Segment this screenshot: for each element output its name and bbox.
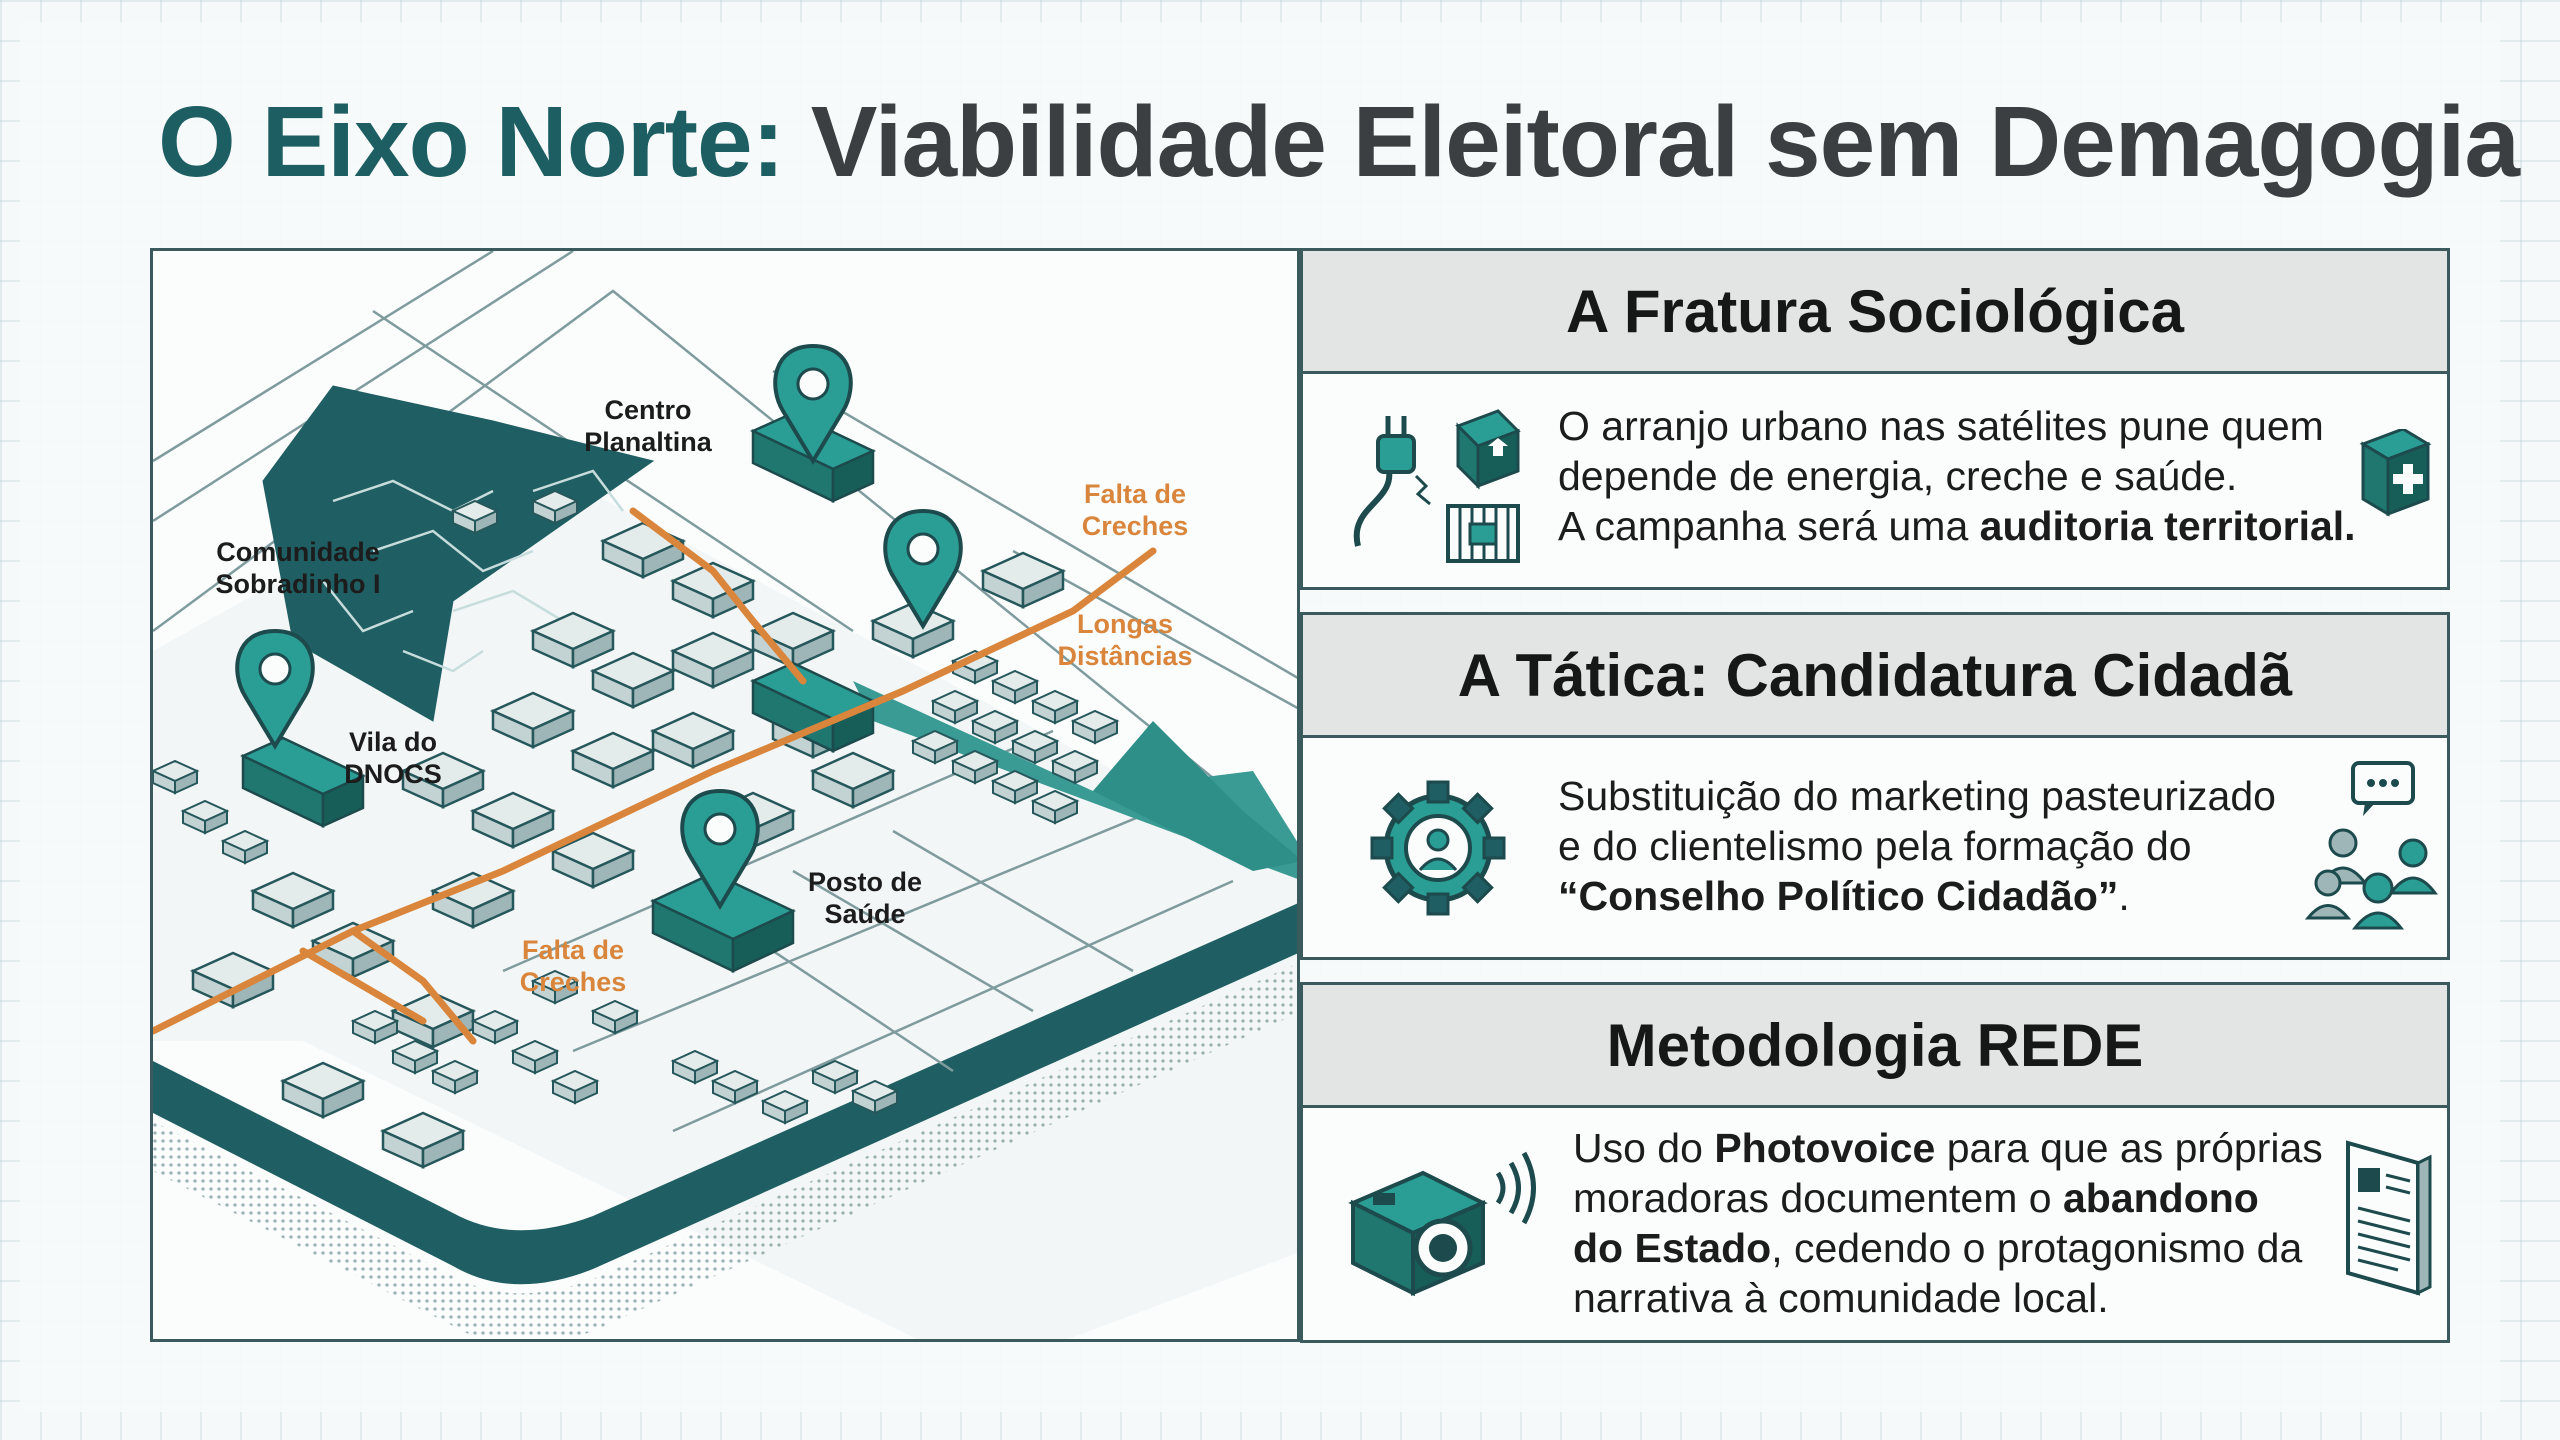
document-icon bbox=[2346, 1140, 2432, 1296]
map-pins bbox=[235, 343, 963, 910]
card-text-line: Substituição do marketing pasteurizado bbox=[1558, 773, 2276, 819]
card-text-emphasis: Photovoice bbox=[1714, 1125, 1936, 1171]
plug-icon bbox=[1353, 409, 1521, 563]
map-pin-icon bbox=[235, 628, 315, 750]
map-pin-icon bbox=[773, 343, 853, 465]
card-text-line: Uso do bbox=[1573, 1125, 1715, 1171]
card-text-line: , cedendo o protagonismo da bbox=[1771, 1225, 2303, 1271]
card-text-emphasis: auditoria territorial. bbox=[1979, 503, 2356, 549]
card-text-line: depende de energia, creche e saúde. bbox=[1558, 453, 2238, 499]
card-tatica: A Tática: Candidatura Cidadã bbox=[1300, 612, 2450, 960]
card-fratura-sociologica: A Fratura Sociológica bbox=[1300, 248, 2450, 590]
medical-cross-icon bbox=[2359, 429, 2432, 517]
house-icon bbox=[1455, 409, 1521, 490]
card-metodologia-rede: Metodologia REDE Uso do Photovoice para … bbox=[1300, 982, 2450, 1343]
card-heading: A Fratura Sociológica bbox=[1303, 251, 2447, 374]
community-chat-icon bbox=[2304, 761, 2438, 930]
title-highlight: O Eixo Norte: bbox=[158, 86, 785, 198]
map-pin-icon bbox=[680, 788, 760, 910]
card-text-line: moradoras documentem o bbox=[1573, 1175, 2063, 1221]
card-text-line: para que as próprias bbox=[1935, 1125, 2323, 1171]
card-text-line: . bbox=[2118, 873, 2130, 919]
card-text-emphasis: do Estado bbox=[1573, 1225, 1772, 1271]
gate-icon bbox=[1446, 504, 1520, 563]
card-text-emphasis: abandono bbox=[2062, 1175, 2259, 1221]
map-pin-icon bbox=[883, 508, 963, 630]
card-text-line: narrativa à comunidade local. bbox=[1573, 1275, 2109, 1321]
card-heading: A Tática: Candidatura Cidadã bbox=[1303, 615, 2447, 738]
orange-route bbox=[153, 507, 1157, 1045]
card-text-line: e do clientelismo pela formação do bbox=[1558, 823, 2192, 869]
card-description: O arranjo urbano nas satélites pune quem… bbox=[1558, 401, 2356, 551]
card-text-line: A campanha será uma bbox=[1558, 503, 1980, 549]
page-title: O Eixo Norte: Viabilidade Eleitoral sem … bbox=[158, 72, 2520, 212]
highlighted-buildings bbox=[240, 411, 876, 973]
card-description: Substituição do marketing pasteurizado e… bbox=[1558, 771, 2276, 921]
camera-icon bbox=[1348, 1151, 1536, 1297]
card-text-emphasis: “Conselho Político Cidadão” bbox=[1558, 873, 2119, 919]
gear-person-icon bbox=[1370, 780, 1506, 916]
title-main: Viabilidade Eleitoral sem Demagogia bbox=[810, 86, 2520, 198]
card-description: Uso do Photovoice para que as próprias m… bbox=[1573, 1123, 2323, 1323]
card-text-line: O arranjo urbano nas satélites pune quem bbox=[1558, 403, 2324, 449]
card-heading: Metodologia REDE bbox=[1303, 985, 2447, 1108]
